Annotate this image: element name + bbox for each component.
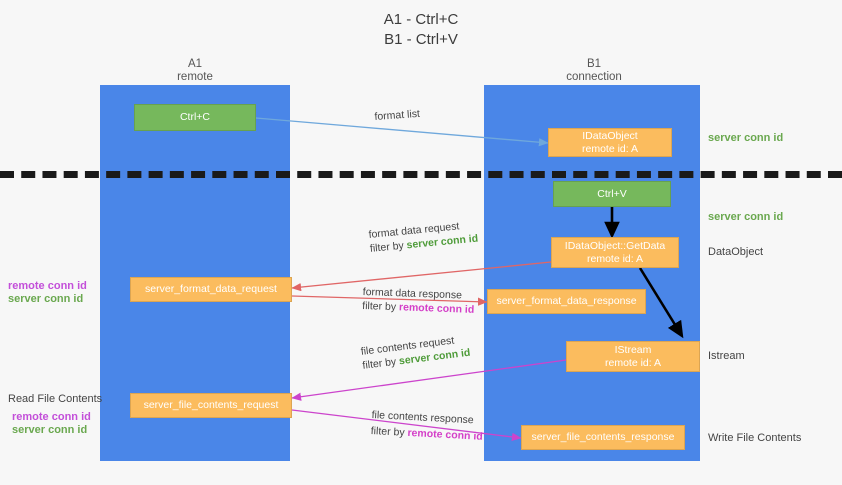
- column-a1-sub: remote: [177, 71, 213, 83]
- node-istream[interactable]: IStream remote id: A: [566, 341, 700, 372]
- node-getdata-line1: IDataObject::GetData: [564, 240, 666, 252]
- node-server-format-data-request[interactable]: server_format_data_request: [130, 277, 292, 302]
- node-server-file-contents-response[interactable]: server_file_contents_response: [521, 425, 685, 450]
- left-label-remote-conn-id-2: remote conn id: [12, 411, 91, 423]
- page-title: A1 - Ctrl+C B1 - Ctrl+V: [383, 11, 459, 48]
- node-ctrl-v-label: Ctrl+V: [597, 187, 627, 200]
- node-server-file-contents-response-label: server_file_contents_response: [531, 431, 675, 444]
- node-idataobject-line2: remote id: A: [581, 142, 639, 155]
- left-label-read-file-contents: Read File Contents: [8, 393, 103, 405]
- node-server-file-contents-request-label: server_file_contents_request: [143, 399, 279, 412]
- right-label-write-file-contents: Write File Contents: [708, 432, 802, 444]
- column-b1-sub: connection: [566, 71, 622, 83]
- edge-label-format-list: format list: [374, 107, 420, 124]
- filter-prefix: filter by: [369, 239, 408, 255]
- edge-format-data-response-filter: filter by remote conn id: [362, 299, 474, 317]
- node-istream-line2: remote id: A: [604, 356, 662, 369]
- node-idataobject[interactable]: IDataObject remote id: A: [548, 128, 672, 157]
- edge-label-format-data-response: format data response filter by remote co…: [362, 285, 475, 317]
- node-server-format-data-request-label: server_format_data_request: [145, 283, 277, 296]
- filter-prefix: filter by: [361, 355, 400, 372]
- left-label-server-conn-id-2: server conn id: [12, 424, 88, 436]
- node-istream-line1: IStream: [614, 344, 652, 356]
- column-header-a1: A1 remote: [115, 58, 275, 84]
- node-server-format-data-response-label: server_format_data_response: [496, 295, 637, 308]
- node-ctrl-c[interactable]: Ctrl+C: [134, 104, 256, 131]
- column-b1-name: B1: [586, 58, 602, 70]
- filter-prefix: filter by: [362, 299, 400, 314]
- filter-value: remote conn id: [398, 301, 475, 316]
- filter-prefix: filter by: [370, 424, 408, 439]
- node-ctrl-c-label: Ctrl+C: [179, 111, 211, 124]
- node-server-file-contents-request[interactable]: server_file_contents_request: [130, 393, 292, 418]
- left-label-remote-conn-id-1: remote conn id: [8, 280, 87, 292]
- column-header-b1: B1 connection: [514, 58, 674, 84]
- node-server-format-data-response[interactable]: server_format_data_response: [487, 289, 646, 314]
- edge-label-format-list-text: format list: [374, 107, 421, 123]
- left-label-server-conn-id-1: server conn id: [8, 293, 84, 305]
- column-a1-name: A1: [187, 58, 203, 70]
- phase-separator: [0, 171, 842, 178]
- node-idataobject-getdata[interactable]: IDataObject::GetData remote id: A: [551, 237, 679, 268]
- edge-label-file-contents-request: file contents request filter by server c…: [360, 332, 471, 373]
- edge-label-format-data-request: format data request filter by server con…: [368, 218, 479, 256]
- node-ctrl-v[interactable]: Ctrl+V: [553, 181, 671, 207]
- filter-value: remote conn id: [407, 426, 483, 443]
- right-label-server-conn-id-top: server conn id: [708, 132, 784, 144]
- right-label-dataobject: DataObject: [708, 246, 764, 258]
- edge-label-file-contents-response: file contents response filter by remote …: [370, 408, 483, 444]
- node-idataobject-line1: IDataObject: [582, 130, 638, 142]
- node-getdata-line2: remote id: A: [586, 252, 644, 265]
- right-label-server-conn-id-mid: server conn id: [708, 211, 784, 223]
- right-label-istream: Istream: [708, 350, 745, 362]
